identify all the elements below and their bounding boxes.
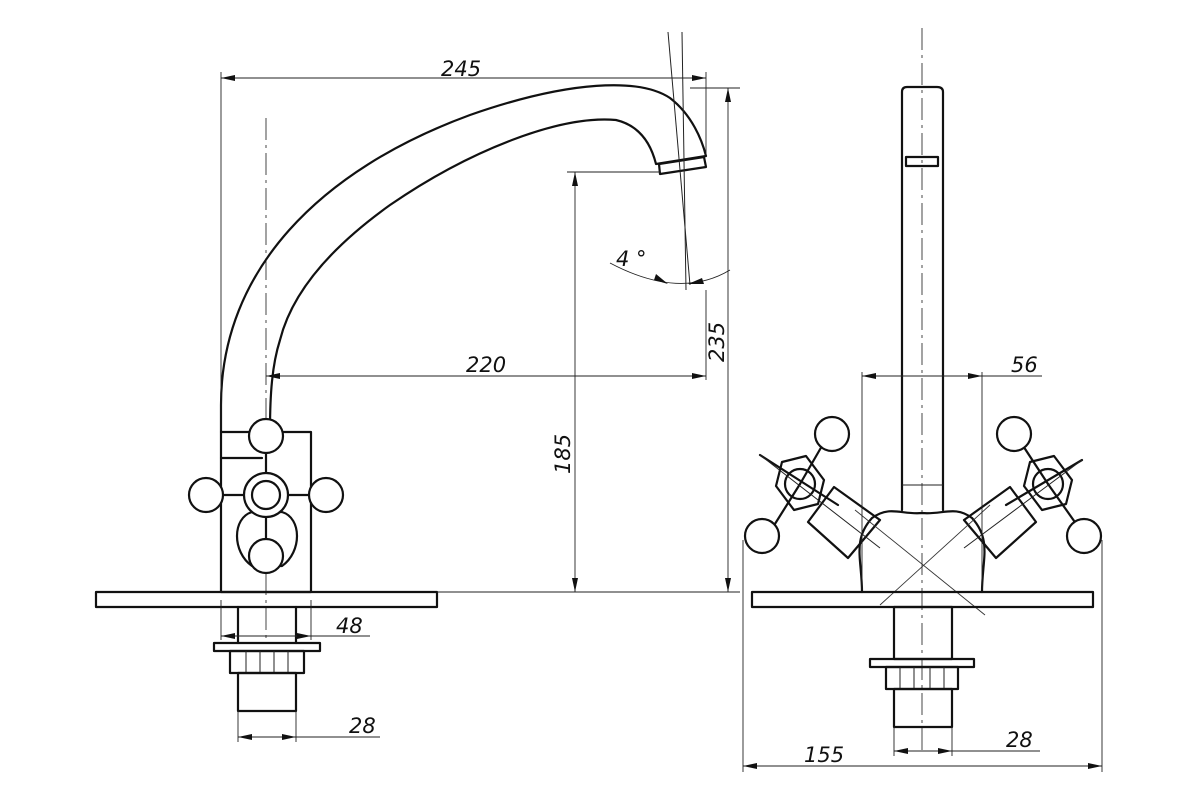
- front-valve-right: [962, 415, 1103, 560]
- side-handle-hub-inner: [250, 479, 282, 511]
- front-valve-right-body: [962, 485, 1038, 560]
- front-section-line: [879, 504, 991, 606]
- dim-angle-arc: [609, 262, 731, 284]
- front-thread: [892, 687, 954, 729]
- front-section-line: [854, 509, 986, 616]
- dim-arrow: [221, 633, 235, 639]
- front-valve-left: [743, 415, 882, 560]
- side-knob-bottom: [247, 537, 285, 575]
- dim-arrow: [725, 88, 731, 102]
- front-valve-left-arm: [758, 453, 840, 507]
- dim-arrow: [968, 373, 982, 379]
- side-washer: [212, 641, 322, 653]
- side-handle-hub: [242, 471, 290, 519]
- dim-arrow: [692, 75, 706, 81]
- front-knob-right-top: [995, 415, 1033, 453]
- dim-overall-length: 245: [441, 57, 481, 81]
- front-valve-right-axis: [963, 459, 1083, 549]
- dim-arrow: [238, 734, 252, 740]
- dim-arrow: [572, 578, 578, 592]
- dim-arrow: [572, 172, 578, 186]
- dim-arrow: [743, 763, 757, 769]
- dim-reach: 220: [466, 353, 506, 377]
- side-nut: [228, 649, 306, 675]
- dim-arrow: [297, 633, 311, 639]
- dim-arrow: [1088, 763, 1102, 769]
- dim-front-width: 155: [804, 743, 844, 767]
- dim-spout-height: 185: [551, 434, 575, 474]
- side-dimensions: 245 220 235 185 4 ° 48: [220, 57, 740, 742]
- dim-body-width: 48: [336, 614, 363, 638]
- side-base-plate: [94, 590, 439, 609]
- dim-thread-width-side: 28: [349, 714, 376, 738]
- side-knob-left: [187, 476, 225, 514]
- front-dimensions: 56 155 28: [742, 353, 1103, 772]
- dim-valve-spacing: 56: [1011, 353, 1038, 377]
- side-aerator: [657, 155, 708, 176]
- tilt-axis-vertical: [681, 31, 687, 291]
- dim-arrow: [221, 75, 235, 81]
- dim-arrow: [692, 373, 706, 379]
- front-spout: [900, 85, 945, 512]
- front-aerator: [904, 155, 940, 168]
- dim-arrow: [725, 578, 731, 592]
- side-view: [94, 31, 708, 713]
- side-knob-top: [247, 417, 285, 455]
- dim-thread-width-front: 28: [1006, 728, 1033, 752]
- dim-arrow: [894, 748, 908, 754]
- dim-arrow: [654, 274, 668, 284]
- side-knob-right: [307, 476, 345, 514]
- front-valve-right-hub: [1031, 467, 1065, 501]
- front-valve-left-hub: [783, 467, 817, 501]
- front-knob-left-bottom: [743, 517, 781, 555]
- front-view: [743, 28, 1103, 750]
- dim-total-height: 235: [705, 322, 729, 362]
- tilt-axis-tilted: [667, 31, 691, 286]
- side-handle-base: [236, 510, 298, 568]
- dim-arrow: [862, 373, 876, 379]
- dim-arrow: [688, 278, 704, 284]
- dim-tilt-angle: 4 °: [616, 247, 647, 271]
- front-knob-right-bottom: [1065, 517, 1103, 555]
- front-knob-left-top: [813, 415, 851, 453]
- front-valve-right-cap: [1022, 454, 1074, 512]
- dim-arrow: [282, 734, 296, 740]
- side-spout-outline: [219, 84, 708, 434]
- front-valve-right-arm: [1004, 458, 1084, 507]
- side-thread: [236, 671, 298, 713]
- dim-arrow: [938, 748, 952, 754]
- front-valve-left-axis: [759, 454, 881, 549]
- front-valve-left-cap: [774, 454, 826, 512]
- front-base-plate: [750, 590, 1095, 609]
- dim-arrow: [266, 373, 280, 379]
- front-valve-left-body: [806, 485, 882, 560]
- front-shank: [892, 605, 954, 661]
